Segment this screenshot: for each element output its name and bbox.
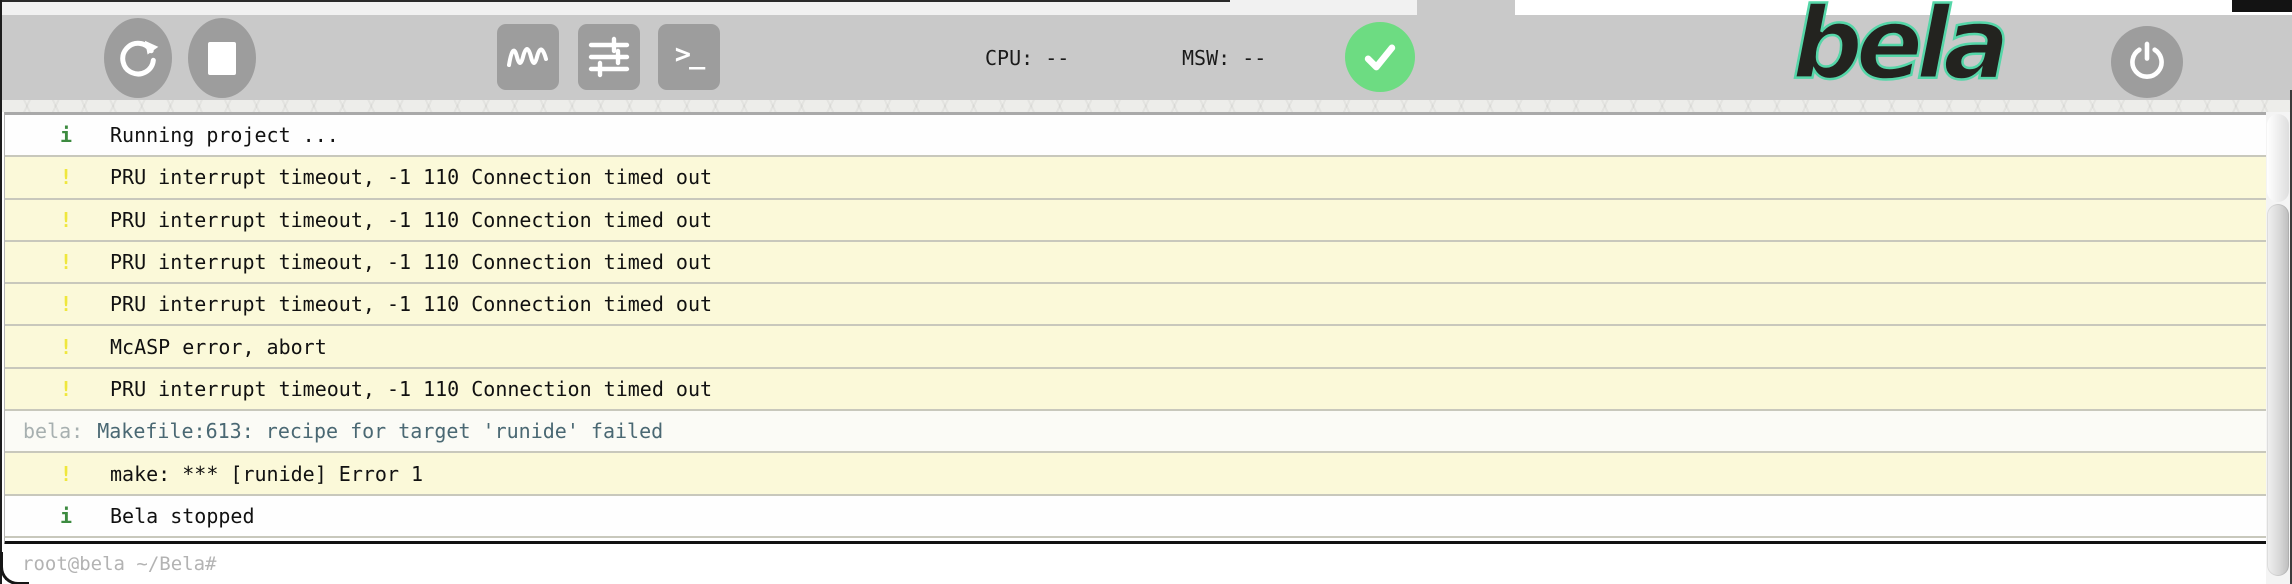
console-row: bela: Makefile:613: recipe for target 'ru… bbox=[5, 411, 2267, 454]
power-icon bbox=[2124, 39, 2170, 85]
cpu-value: -- bbox=[1045, 46, 1070, 70]
cpu-meter: CPU: -- bbox=[985, 46, 1069, 70]
console-toggle-button[interactable]: >_ bbox=[658, 24, 720, 90]
console-row: ! McASP error, abort bbox=[5, 326, 2267, 369]
console-row: ! PRU interrupt timeout, -1 110 Connectio… bbox=[5, 157, 2267, 200]
info-icon: i bbox=[59, 123, 73, 148]
settings-button[interactable] bbox=[578, 24, 640, 90]
console-row-text: Running project ... bbox=[110, 123, 339, 148]
cpu-label: CPU: bbox=[985, 46, 1046, 70]
top-strip-middle bbox=[1417, 0, 1515, 15]
terminal-icon: >_ bbox=[674, 38, 705, 70]
console-row-text: Makefile:613: recipe for target 'runide'… bbox=[97, 419, 664, 444]
console-row: ! PRU interrupt timeout, -1 110 Connectio… bbox=[5, 368, 2267, 412]
warning-icon: ! bbox=[59, 461, 73, 486]
console-row: ! PRU interrupt timeout, -1 110 Connectio… bbox=[5, 284, 2267, 327]
console-row-text: PRU interrupt timeout, -1 110 Connection… bbox=[110, 207, 713, 232]
top-strip-right bbox=[1515, 0, 2292, 15]
terminal-prompt-bar[interactable]: root@bela ~/Bela# bbox=[4, 544, 2266, 584]
connection-status-indicator bbox=[1345, 22, 1415, 92]
warning-icon: ! bbox=[59, 376, 73, 401]
console-row: i Bela stopped bbox=[5, 495, 2267, 538]
window-right-edge bbox=[2290, 90, 2292, 584]
console-row: ! make: *** [runide] Error 1 bbox=[5, 453, 2267, 496]
toolbar-bottom-pattern bbox=[0, 100, 2292, 112]
warning-icon: ! bbox=[59, 207, 73, 232]
run-icon bbox=[115, 35, 161, 81]
console-row-text: PRU interrupt timeout, -1 110 Connection… bbox=[110, 292, 713, 317]
console-row-text: Bela stopped bbox=[110, 503, 255, 528]
console-row-text: PRU interrupt timeout, -1 110 Connection… bbox=[110, 250, 713, 275]
run-button[interactable] bbox=[104, 18, 172, 98]
sliders-icon bbox=[585, 33, 633, 81]
warning-icon: ! bbox=[59, 250, 73, 275]
warning-icon: ! bbox=[59, 165, 73, 190]
info-icon: i bbox=[59, 503, 73, 528]
console-row-text: McASP error, abort bbox=[110, 334, 327, 359]
top-edge-line bbox=[0, 0, 1230, 2]
scrollbar-upper-segment bbox=[2267, 114, 2289, 202]
stop-icon bbox=[208, 41, 236, 75]
scrollbar-thumb[interactable] bbox=[2267, 204, 2289, 576]
msw-label: MSW: bbox=[1182, 46, 1243, 70]
console-row-text: make: *** [runide] Error 1 bbox=[110, 461, 424, 486]
console-row: ! PRU interrupt timeout, -1 110 Connectio… bbox=[5, 241, 2267, 285]
window-bottom-left-corner bbox=[0, 552, 29, 584]
scope-button[interactable] bbox=[497, 24, 559, 90]
power-button[interactable] bbox=[2111, 26, 2183, 98]
bela-logo: bela bbox=[1791, 0, 2011, 103]
warning-icon: ! bbox=[59, 334, 73, 359]
shell-prefix: bela: bbox=[23, 419, 84, 444]
checkmark-icon bbox=[1358, 35, 1402, 79]
console-row: i Running project ... bbox=[5, 115, 2267, 158]
toolbar bbox=[0, 15, 2292, 100]
top-right-corner-patch bbox=[2232, 0, 2292, 12]
console-row: ! PRU interrupt timeout, -1 110 Connectio… bbox=[5, 199, 2267, 242]
warning-icon: ! bbox=[59, 292, 73, 317]
terminal-prompt: root@bela ~/Bela# bbox=[22, 553, 217, 575]
console-row-text: PRU interrupt timeout, -1 110 Connection… bbox=[110, 165, 713, 190]
msw-value: -- bbox=[1242, 46, 1267, 70]
waveform-icon bbox=[504, 33, 552, 81]
window-left-edge bbox=[0, 0, 2, 584]
stop-button[interactable] bbox=[188, 18, 256, 98]
msw-meter: MSW: -- bbox=[1182, 46, 1266, 70]
top-strip-left bbox=[0, 0, 1417, 15]
console-row-text: PRU interrupt timeout, -1 110 Connection… bbox=[110, 376, 713, 401]
console-log: i Running project ...! PRU interrupt timeo… bbox=[4, 112, 2267, 547]
